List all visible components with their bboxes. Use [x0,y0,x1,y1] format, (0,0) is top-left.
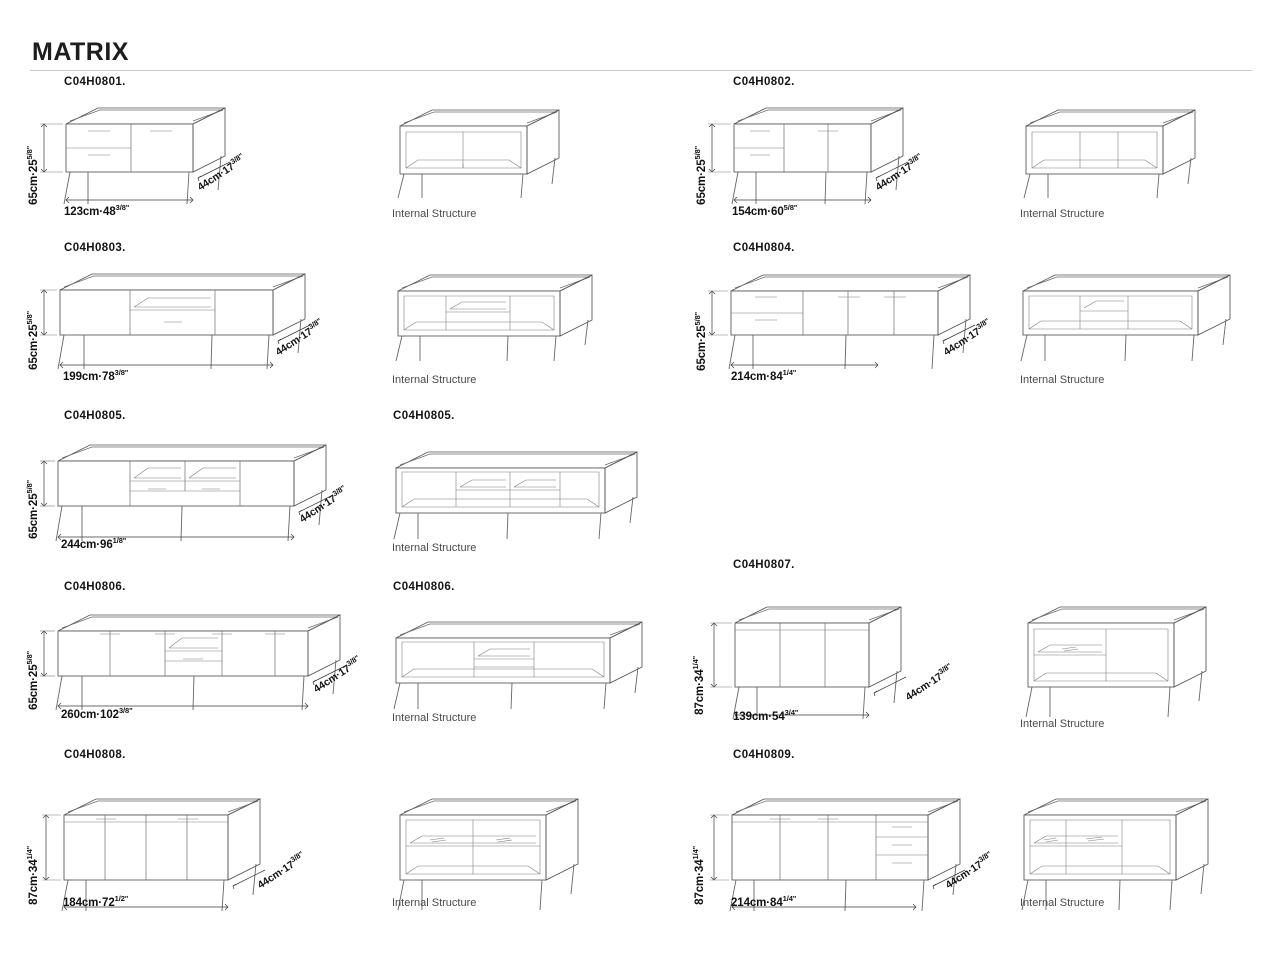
item-code: C04H0805. [393,410,455,422]
item-block-4: C04H0805. [64,410,126,422]
internal-drawing-5 [392,610,657,715]
item-drawing-7 [30,775,300,915]
internal-caption-1: Internal Structure [1020,208,1105,220]
item-drawing-3 [698,265,988,375]
item-code: C04H0802. [733,76,795,88]
internal-drawing-2 [392,265,607,370]
width-label-8: 214cm·841/4" [731,894,797,909]
item-code: C04H0804. [733,242,795,254]
item-block-2: C04H0803. [64,242,126,254]
title-divider [30,70,1252,71]
item-drawing-1 [698,100,938,210]
internal-caption-4: Internal Structure [392,542,477,554]
internal-drawing-4 [392,440,652,545]
internal-block-code-4: C04H0805. [393,410,455,422]
item-code: C04H0805. [64,410,126,422]
internal-caption-6: Internal Structure [1020,718,1105,730]
internal-drawing-1 [1018,100,1243,205]
item-code: C04H0809. [733,749,795,761]
internal-caption-3: Internal Structure [1020,374,1105,386]
height-label-6: 87cm·341/4" [691,655,706,715]
item-code: C04H0807. [733,559,795,571]
width-label-0: 123cm·483/8" [64,203,130,218]
height-label-1: 65cm·255/8" [693,145,708,205]
height-label-4: 65cm·255/8" [25,479,40,539]
item-block-7: C04H0808. [64,749,126,761]
internal-caption-5: Internal Structure [392,712,477,724]
internal-drawing-8 [1018,775,1273,915]
internal-drawing-7 [392,775,642,915]
item-block-8: C04H0809. [733,749,795,761]
item-block-5: C04H0806. [64,581,126,593]
item-block-3: C04H0804. [733,242,795,254]
item-block-1: C04H0802. [733,76,795,88]
width-label-3: 214cm·841/4" [731,368,797,383]
item-code: C04H0801. [64,76,126,88]
item-code: C04H0806. [64,581,126,593]
height-label-2: 65cm·255/8" [25,310,40,370]
internal-drawing-3 [1018,265,1248,370]
internal-block-code-5: C04H0806. [393,581,455,593]
item-block-0: C04H0801. [64,76,126,88]
page-title: MATRIX [32,38,129,66]
internal-caption-0: Internal Structure [392,208,477,220]
height-label-7: 87cm·341/4" [25,845,40,905]
width-label-2: 199cm·783/8" [63,368,129,383]
item-drawing-8 [698,775,988,915]
width-label-7: 184cm·721/2" [63,894,129,909]
internal-caption-2: Internal Structure [392,374,477,386]
item-drawing-4 [30,433,340,548]
internal-drawing-0 [392,100,612,205]
item-drawing-0 [30,100,260,210]
width-label-1: 154cm·605/8" [732,203,798,218]
item-drawing-5 [30,604,350,719]
internal-drawing-6 [1018,585,1268,725]
width-label-6: 139cm·543/4" [733,708,799,723]
item-code: C04H0803. [64,242,126,254]
width-label-5: 260cm·1023/8" [61,706,133,721]
height-label-5: 65cm·255/8" [25,650,40,710]
internal-caption-8: Internal Structure [1020,897,1105,909]
item-drawing-6 [698,585,943,725]
height-label-0: 65cm·255/8" [25,145,40,205]
height-label-3: 65cm·255/8" [693,311,708,371]
item-drawing-2 [30,265,320,375]
item-code: C04H0808. [64,749,126,761]
width-label-4: 244cm·961/8" [61,536,127,551]
internal-caption-7: Internal Structure [392,897,477,909]
item-code: C04H0806. [393,581,455,593]
height-label-8: 87cm·341/4" [691,845,706,905]
item-block-6: C04H0807. [733,559,795,571]
